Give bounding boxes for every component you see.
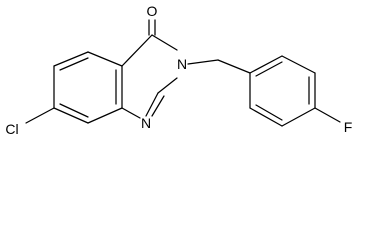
- atom-label-nitrogen-3: N: [177, 56, 187, 72]
- bond-c2-n1-double: [151, 95, 165, 117]
- bond-ch2-aryl: [217, 59, 251, 74]
- bond-ar5-ar6-double: [255, 104, 283, 121]
- bond-c5-c6-double: [59, 57, 89, 71]
- bond-lines: [25, 19, 341, 127]
- bond-c5-c6: [53, 51, 89, 67]
- bond-ar2-ar3: [281, 55, 316, 74]
- bond-c2-n1: [145, 92, 159, 117]
- molecule-structure: O N N Cl F: [5, 3, 352, 137]
- bond-c7-c8: [53, 107, 89, 124]
- bond-c4-n3: [151, 34, 178, 51]
- atom-label-oxygen: O: [147, 3, 158, 19]
- bond-ar1-ar2-double: [255, 61, 283, 77]
- bond-c7-cl: [25, 107, 55, 124]
- bond-ar1-ar2: [249, 55, 283, 74]
- atom-label-chlorine: Cl: [5, 121, 18, 137]
- bond-ar5-ar6: [249, 107, 283, 127]
- atom-label-nitrogen-1: N: [141, 115, 151, 131]
- bond-ar4-f: [314, 107, 341, 123]
- bond-n1-c8a: [121, 107, 141, 119]
- bond-n3-c2: [157, 77, 178, 94]
- atom-label-fluorine: F: [344, 119, 353, 135]
- bond-n3-ch2: [187, 59, 219, 65]
- bond-c7-c8-double: [59, 103, 89, 118]
- bond-c4a-c5: [87, 51, 123, 67]
- bond-c8-c8a: [87, 107, 123, 124]
- bond-c4a-c4: [121, 34, 153, 67]
- atom-labels: O N N Cl F: [5, 3, 352, 137]
- bond-ar4-ar5: [281, 107, 316, 127]
